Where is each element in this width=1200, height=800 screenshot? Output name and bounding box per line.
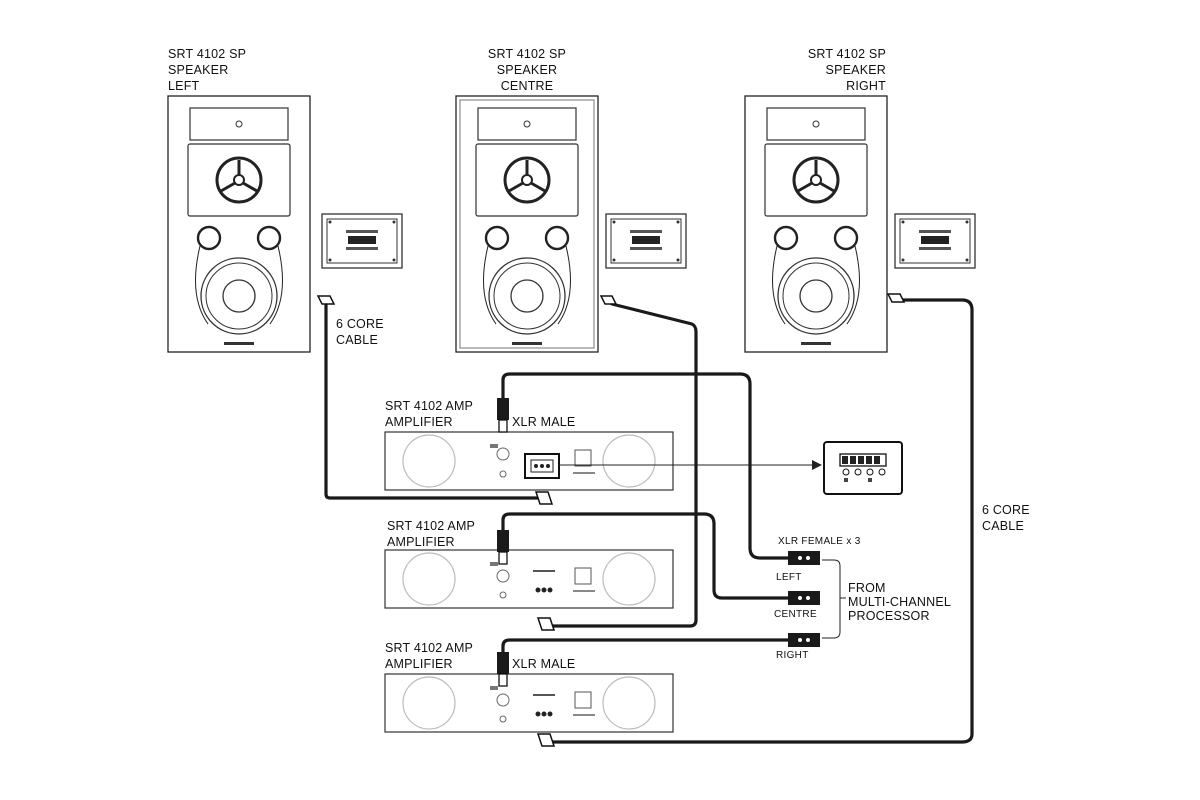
amp2-speaker-plug [536,617,556,631]
amp2-xlr-male-plug [497,530,509,565]
amp1-speaker-plug [534,491,554,505]
amp3-speaker-plug [536,733,556,747]
speaker-right-plug [886,293,906,303]
speaker-centre-label: SRT 4102 SP SPEAKER CENTRE [488,47,566,93]
speaker-left-type: SPEAKER [168,63,228,77]
speaker-left-plug [316,295,336,305]
input-right-label: RIGHT [776,650,809,661]
amplifier-3-label: SRT 4102 AMP AMPLIFIER XLR MALE [385,641,575,671]
right-cable-label-line2: CABLE [982,519,1024,533]
source-label-line3: PROCESSOR [848,609,930,623]
amplifier-1 [384,431,674,491]
amplifier-2 [384,549,674,609]
amplifier-1-label: SRT 4102 AMP AMPLIFIER XLR MALE [385,399,575,429]
source-label-line2: MULTI-CHANNEL [848,595,951,609]
speaker-right-label: SRT 4102 SP SPEAKER RIGHT [808,47,886,93]
amplifier-2-type: AMPLIFIER [387,535,455,549]
right-cable-label-line1: 6 CORE [982,503,1030,517]
speaker-left-label: SRT 4102 SP SPEAKER LEFT [168,47,246,93]
amplifier-3-type: AMPLIFIER [385,657,453,671]
xlr-female-right [788,633,820,647]
amplifier-3-connector-label: XLR MALE [512,657,575,671]
amplifier-1-model: SRT 4102 AMP [385,399,473,413]
xlr-female-left [788,551,820,565]
speaker-right-model: SRT 4102 SP [808,47,886,61]
speaker-right-type: SPEAKER [826,63,886,77]
source-label-line1: FROM [848,581,886,595]
speaker-left-connector-panel [321,213,403,269]
speaker-centre-model: SRT 4102 SP [488,47,566,61]
speaker-left-model: SRT 4102 SP [168,47,246,61]
xlr-cable-left [501,372,792,560]
amp1-xlr-male-plug [497,398,509,433]
speaker-right [744,95,888,353]
amplifier-3 [384,673,674,733]
xlr-cable-right [501,638,792,656]
speaker-centre [455,95,599,353]
left-cable-label-line2: CABLE [336,333,378,347]
amplifier-1-connector-label: XLR MALE [512,415,575,429]
amp3-xlr-male-plug [497,652,509,687]
amplifier-2-model: SRT 4102 AMP [387,519,475,533]
speaker-centre-type: SPEAKER [497,63,557,77]
input-left-label: LEFT [776,572,802,583]
cable-right-speaker [550,298,974,744]
speaker-centre-position: CENTRE [501,79,554,93]
cable-centre-speaker [548,302,698,628]
speaker-centre-connector-panel [605,213,687,269]
amplifier-1-type: AMPLIFIER [385,415,453,429]
left-cable-label-line1: 6 CORE [336,317,384,331]
speaker-right-connector-panel [894,213,976,269]
detail-arrow-head [812,460,822,470]
xlr-female-header: XLR FEMALE x 3 [778,536,861,547]
speaker-left [167,95,311,353]
amplifier-2-label: SRT 4102 AMP AMPLIFIER [387,519,475,549]
terminal-block-detail [823,441,903,495]
xlr-cable-centre [501,512,792,600]
speaker-centre-plug [599,295,618,305]
input-centre-label: CENTRE [774,609,817,620]
inputs-bracket [822,559,846,639]
cable-left-speaker [324,302,540,500]
xlr-female-centre [788,591,820,605]
amplifier-3-model: SRT 4102 AMP [385,641,473,655]
speaker-right-position: RIGHT [846,79,886,93]
speaker-left-position: LEFT [168,79,200,93]
